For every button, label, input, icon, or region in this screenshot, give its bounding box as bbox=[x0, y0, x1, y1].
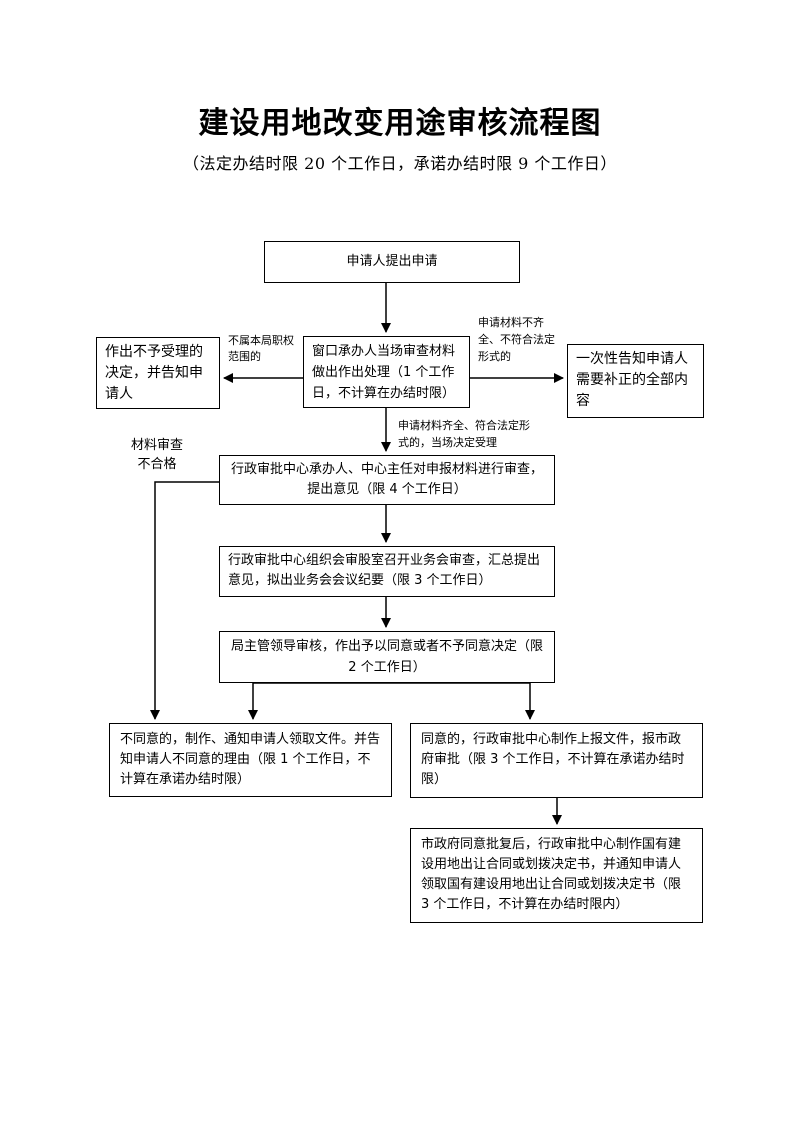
page-title: 建设用地改变用途审核流程图 bbox=[198, 106, 602, 141]
node-review: 行政审批中心承办人、中心主任对申报材料进行审查，提出意见（限 4 个工作日） bbox=[219, 455, 555, 505]
node-meeting: 行政审批中心组织会审股室召开业务会审查，汇总提出意见，拟出业务会会议纪要（限 3… bbox=[219, 546, 555, 597]
node-final: 市政府同意批复后，行政审批中心制作国有建设用地出让合同或划拨决定书，并通知申请人… bbox=[410, 828, 703, 923]
node-window-text: 窗口承办人当场审查材料做出作出处理（1 个工作日，不计算在办结时限） bbox=[312, 344, 456, 401]
node-reject-text: 作出不予受理的决定，并告知申请人 bbox=[105, 344, 203, 402]
node-agree-text: 同意的，行政审批中心制作上报文件，报市政府审批（限 3 个工作日，不计算在承诺办… bbox=[421, 732, 685, 787]
node-supplement-text: 一次性告知申请人需要补正的全部内容 bbox=[576, 351, 688, 409]
label-failed-review: 材料审查不合格 bbox=[130, 438, 183, 472]
node-reject: 作出不予受理的决定，并告知申请人 bbox=[96, 337, 220, 409]
label-not-in-scope: 不属本局职权范围的 bbox=[228, 334, 294, 363]
node-disagree-text: 不同意的，制作、通知申请人领取文件。并告知申请人不同意的理由（限 1 个工作日，… bbox=[120, 732, 381, 787]
node-disagree: 不同意的，制作、通知申请人领取文件。并告知申请人不同意的理由（限 1 个工作日，… bbox=[109, 723, 392, 797]
node-supplement: 一次性告知申请人需要补正的全部内容 bbox=[567, 344, 704, 418]
page-subtitle: （法定办结时限 20 个工作日，承诺办结时限 9 个工作日） bbox=[183, 154, 617, 173]
arrow-failed-to-disagree bbox=[150, 481, 219, 720]
node-final-text: 市政府同意批复后，行政审批中心制作国有建设用地出让合同或划拨决定书，并通知申请人… bbox=[421, 837, 682, 912]
node-apply: 申请人提出申请 bbox=[264, 241, 520, 283]
label-complete: 申请材料齐全、符合法定形式的，当场决定受理 bbox=[398, 419, 530, 449]
node-window: 窗口承办人当场审查材料做出作出处理（1 个工作日，不计算在办结时限） bbox=[303, 336, 470, 408]
node-agree: 同意的，行政审批中心制作上报文件，报市政府审批（限 3 个工作日，不计算在承诺办… bbox=[410, 723, 703, 798]
node-review-text: 行政审批中心承办人、中心主任对申报材料进行审查，提出意见（限 4 个工作日） bbox=[230, 462, 543, 497]
node-apply-text: 申请人提出申请 bbox=[346, 254, 438, 269]
node-leader: 局主管领导审核，作出予以同意或者不予同意决定（限 2 个工作日） bbox=[219, 631, 555, 683]
node-leader-text: 局主管领导审核，作出予以同意或者不予同意决定（限 2 个工作日） bbox=[230, 639, 543, 675]
label-incomplete: 申请材料不齐全、不符合法定形式的 bbox=[478, 316, 555, 363]
node-meeting-text: 行政审批中心组织会审股室召开业务会审查，汇总提出意见，拟出业务会会议纪要（限 3… bbox=[228, 553, 541, 588]
